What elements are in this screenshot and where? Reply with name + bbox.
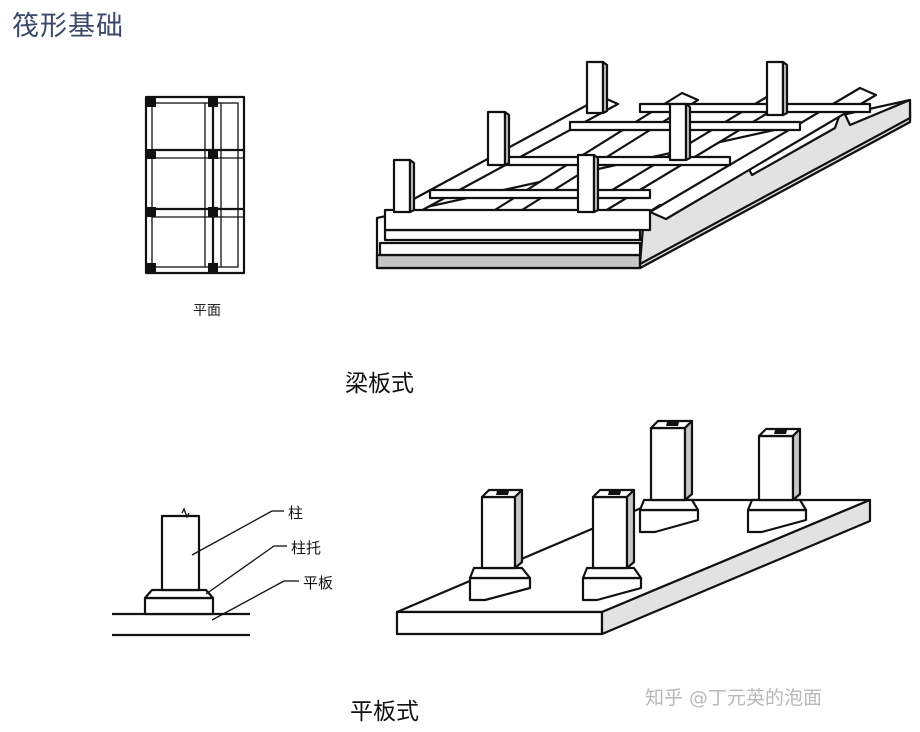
plan-view-label: 平面 [193,303,221,319]
plan-view [144,95,246,275]
slab-callout: 平板 [303,574,334,592]
watermark: 知乎 @丁元英的泡面 [645,687,823,709]
beam-slab-drawing [375,60,912,270]
column-callout: 柱 [288,504,304,522]
section-detail-drawing [112,507,299,637]
column-capital-callout: 柱托 [291,539,322,557]
page-title: 筏形基础 [12,11,124,42]
beam-slab-label: 梁板式 [345,371,414,397]
flat-slab-drawing [395,419,872,636]
flat-slab-label: 平板式 [350,699,419,725]
